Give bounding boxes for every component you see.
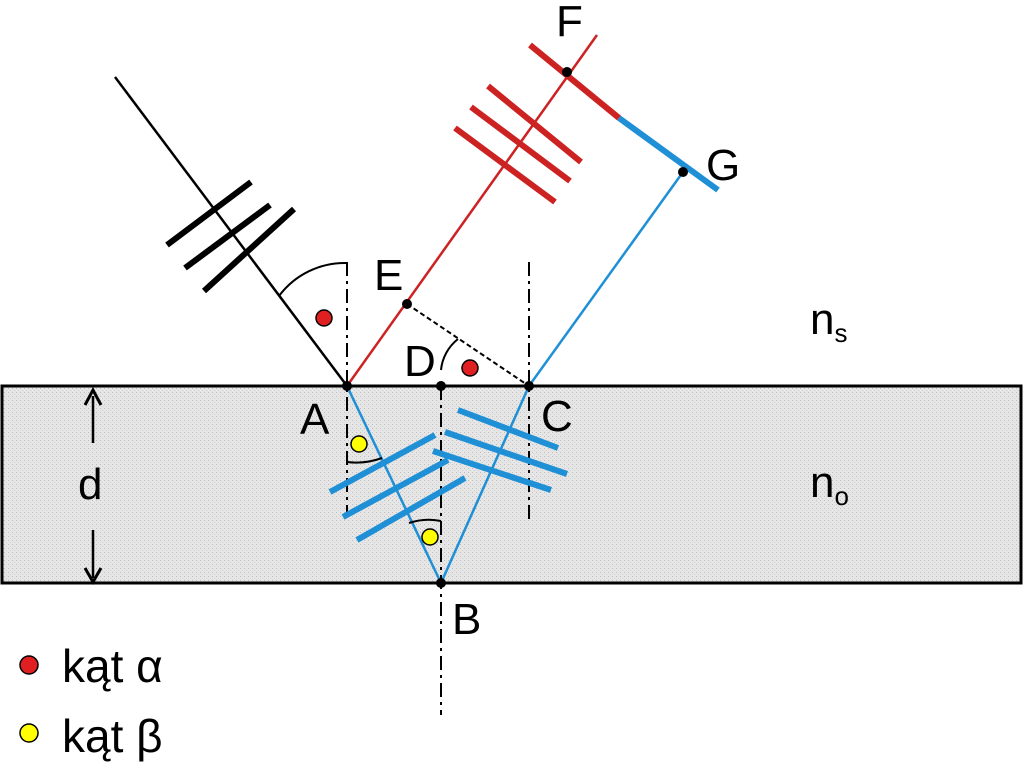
label-D: D	[404, 337, 436, 386]
alpha-arc-A	[278, 261, 348, 297]
point-E	[402, 299, 412, 309]
label-A: A	[300, 395, 330, 444]
beta-arc-A	[346, 457, 383, 464]
beta-dot-B	[421, 528, 439, 546]
point-C	[524, 381, 534, 391]
label-C: C	[541, 392, 573, 441]
angle-arcs	[278, 261, 459, 524]
refracted-ray	[328, 115, 720, 584]
legend-beta-label: kąt β	[62, 710, 163, 762]
thickness-arrow-icon	[83, 386, 103, 586]
beta-dot-A	[350, 435, 368, 453]
beta-arc-B	[408, 518, 442, 524]
point-F	[562, 67, 572, 77]
label-no: no	[810, 458, 849, 511]
label-F: F	[556, 0, 583, 46]
wavefront-E-C	[406, 303, 530, 387]
point-A	[342, 381, 352, 391]
alpha-arc-E	[440, 338, 459, 371]
points	[342, 67, 688, 588]
wavefront-G-segment	[617, 115, 720, 193]
legend: kąt α kąt β	[19, 640, 163, 762]
wavefront-F-segment	[528, 42, 621, 121]
alpha-dot-A	[315, 309, 333, 327]
incident-ray	[114, 76, 348, 387]
label-d: d	[78, 460, 102, 509]
reflected-ray	[345, 34, 621, 387]
alpha-dot-E	[461, 359, 479, 377]
point-D	[436, 381, 446, 391]
legend-beta-dot	[19, 723, 39, 743]
legend-alpha-label: kąt α	[62, 640, 163, 692]
label-G: G	[706, 141, 740, 190]
legend-alpha-dot	[19, 655, 39, 675]
angle-markers	[315, 309, 479, 546]
label-B: B	[452, 595, 481, 644]
thin-layer	[0, 384, 1023, 585]
label-E: E	[374, 251, 403, 300]
point-B	[436, 578, 446, 588]
label-ns: ns	[810, 295, 847, 348]
point-G	[678, 167, 688, 177]
